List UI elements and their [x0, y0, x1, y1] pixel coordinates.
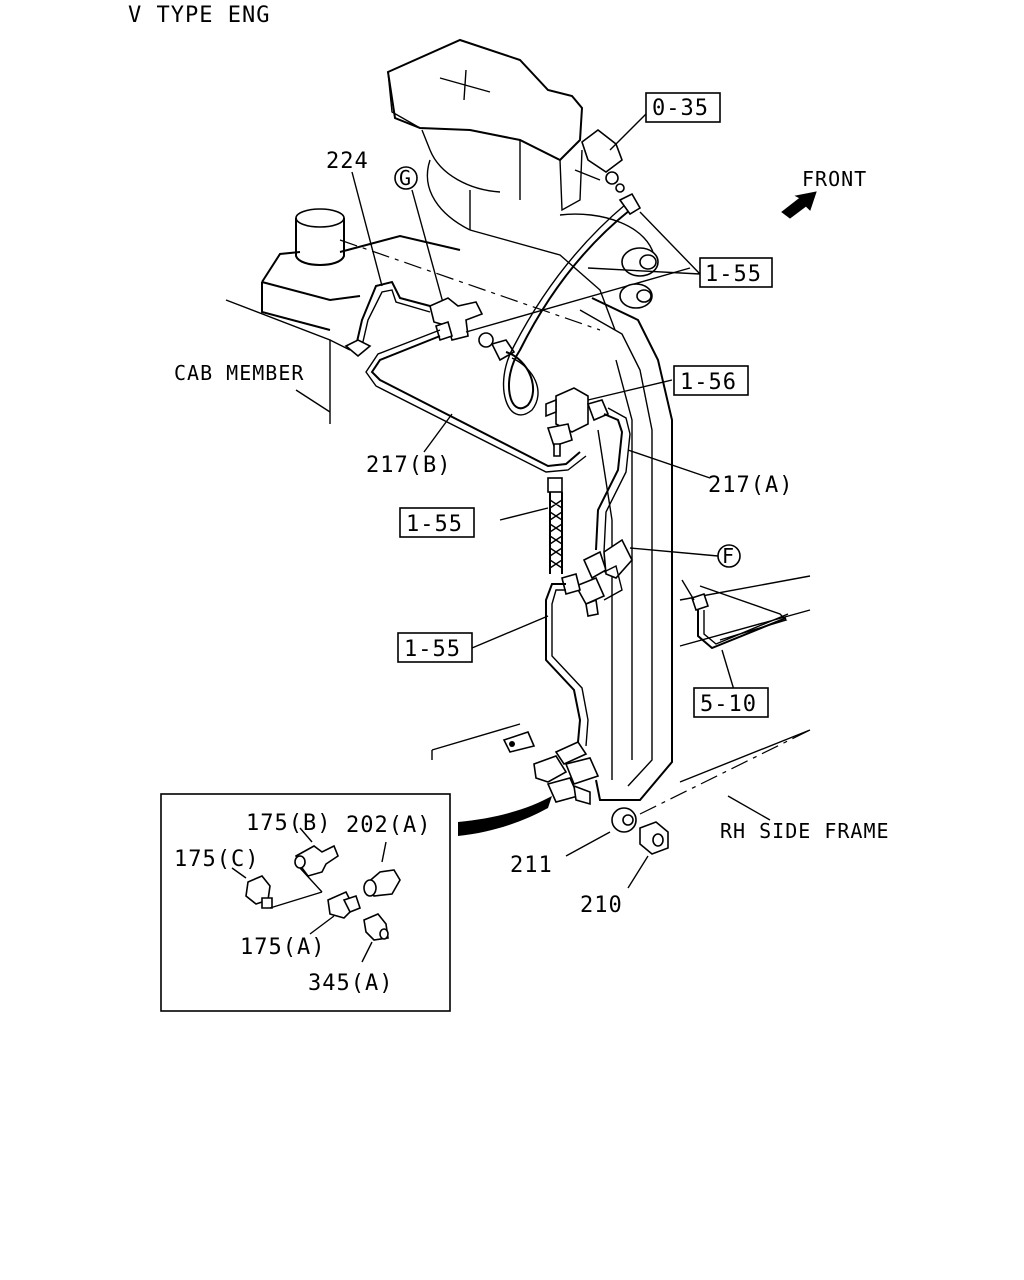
part-175a: 175(A): [240, 935, 325, 960]
pipe-224: [344, 171, 431, 358]
pipe-1-55-lower: [471, 583, 589, 747]
ref-0-35: 0-35: [652, 96, 709, 121]
callout-f: F: [717, 544, 741, 568]
ref-1-56: 1-56: [680, 370, 737, 395]
ref-5-10-box: 5-10: [693, 687, 769, 718]
ref-0-35-box: 0-35: [645, 92, 721, 123]
front-arrow-icon: [781, 191, 817, 219]
tee-fitting-f: [561, 538, 719, 617]
part-217a: 217(A): [708, 473, 793, 498]
ref-1-55-mid: 1-55: [406, 512, 463, 537]
inset-pointer-arrow: [458, 796, 552, 836]
valve-block-1-56: [545, 379, 673, 457]
cab-member-structure: [225, 208, 461, 424]
sensor-0-35: [581, 111, 649, 193]
callout-g-letter: G: [399, 166, 412, 190]
nut-210: [627, 821, 669, 889]
pipe-217b: [365, 329, 587, 473]
part-175b-tee: [294, 827, 339, 877]
part-175c: 175(C): [174, 847, 259, 872]
tee-fitting-upper: [429, 267, 691, 362]
grommet-upper: [619, 247, 659, 309]
engine-body: [386, 38, 656, 331]
part-211: 211: [510, 853, 553, 878]
part-217b: 217(B): [366, 453, 451, 478]
detail-inset: 175(B) 202(A) 175(C) 175(A): [160, 793, 451, 1012]
front-label: FRONT: [802, 167, 867, 191]
callout-f-letter: F: [722, 544, 735, 568]
diagram-header: V TYPE ENG: [128, 3, 270, 28]
part-202a: [363, 841, 401, 897]
part-175b: 175(B): [246, 811, 331, 836]
hose-1-55-braided: [499, 477, 563, 574]
callout-g: G: [394, 166, 446, 311]
ref-5-10: 5-10: [700, 692, 757, 717]
pipe-1-55-loop: [502, 192, 642, 416]
bottom-fittings: [502, 731, 600, 806]
cab-member-label: CAB MEMBER: [174, 361, 304, 385]
part-202a: 202(A): [346, 813, 431, 838]
washer-211: [565, 807, 637, 857]
ref-1-55-top: 1-55: [705, 262, 762, 287]
pipe-5-10: [681, 579, 789, 691]
part-224: 224: [326, 149, 369, 174]
frame-bracket: [339, 239, 673, 801]
ref-1-56-box: 1-56: [673, 365, 749, 396]
ref-1-55-low-box: 1-55: [397, 632, 473, 663]
pipe-217a: [595, 407, 711, 553]
part-345a: [361, 913, 389, 963]
ref-1-55-low: 1-55: [404, 637, 461, 662]
rh-side-frame-label: RH SIDE FRAME: [720, 819, 890, 843]
part-175a: [309, 890, 361, 935]
ref-1-55-top-leader: [587, 211, 701, 275]
ref-1-55-top-box: 1-55: [699, 257, 773, 288]
part-210: 210: [580, 893, 623, 918]
part-345a: 345(A): [308, 971, 393, 996]
ref-1-55-mid-box: 1-55: [399, 507, 475, 538]
